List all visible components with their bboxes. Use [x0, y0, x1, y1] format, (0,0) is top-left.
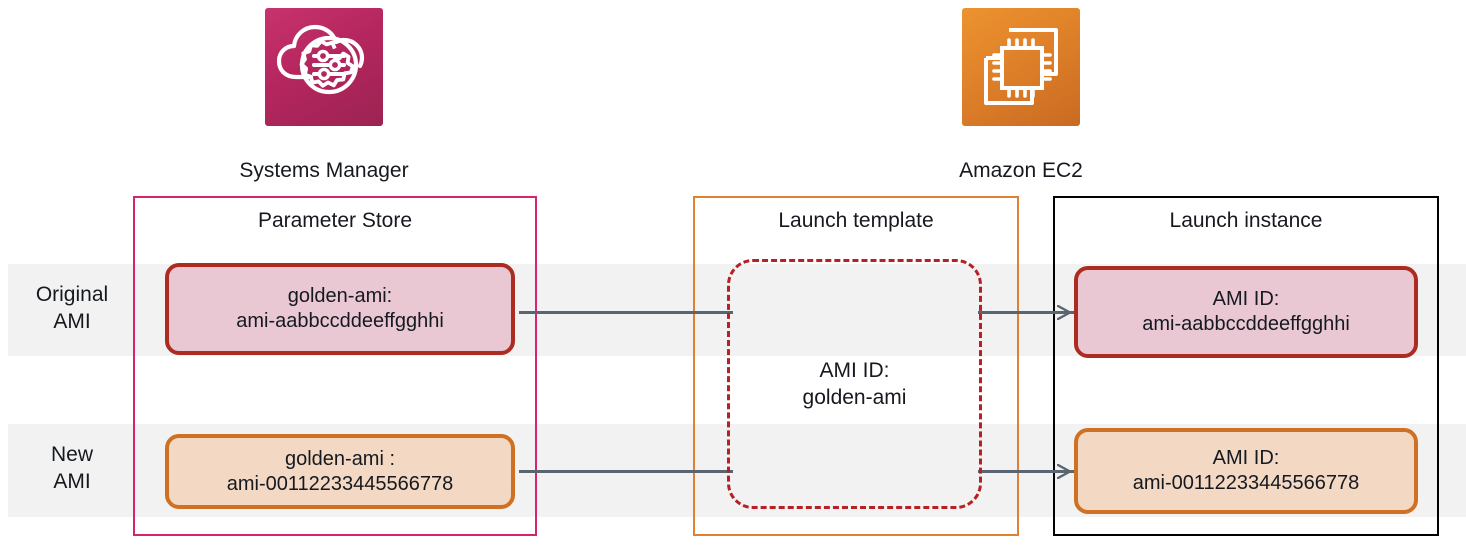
row-label-original-line1: Original: [35, 283, 109, 306]
node-lt-line1: AMI ID:: [819, 359, 890, 382]
connector-launch-template-to-instance-original: [978, 311, 1074, 314]
connector-parameter-store-to-launch-template-new: [519, 470, 733, 473]
arrow-icon-original: [1056, 304, 1072, 321]
group-title-parameter-store: Parameter Store: [257, 209, 413, 232]
node-li-new-line1: AMI ID:: [1212, 447, 1280, 469]
row-label-new-line1: New: [50, 443, 93, 466]
node-ps-original-line1: golden-ami:: [287, 285, 393, 307]
group-launch-instance: Launch instance: [1053, 196, 1439, 536]
node-li-new-line2: ami-00112233445566778: [1132, 472, 1360, 494]
systems-manager-icon: [265, 8, 383, 126]
amazon-ec2-icon: [962, 8, 1080, 126]
node-launch-instance-new-ami[interactable]: AMI ID: ami-00112233445566778: [1074, 428, 1418, 514]
node-parameter-store-original-ami[interactable]: golden-ami: ami-aabbccddeeffgghhi: [165, 263, 515, 355]
systems-manager-caption: Systems Manager: [239, 159, 409, 182]
node-ps-original-line2: ami-aabbccddeeffgghhi: [236, 310, 444, 332]
connector-parameter-store-to-launch-template-original: [519, 311, 733, 314]
node-ps-new-line2: ami-00112233445566778: [226, 472, 454, 495]
amazon-ec2-caption: Amazon EC2: [959, 159, 1083, 182]
arrow-icon-new: [1056, 463, 1072, 480]
row-label-new-ami: New AMI: [12, 441, 132, 495]
node-lt-line2: golden-ami: [802, 386, 907, 409]
connector-launch-template-to-instance-new: [978, 470, 1074, 473]
row-label-original-line2: AMI: [53, 310, 91, 333]
node-li-original-line1: AMI ID:: [1212, 288, 1280, 310]
row-label-original-ami: Original AMI: [12, 281, 132, 335]
node-ps-new-line1: golden-ami :: [284, 447, 396, 470]
group-launch-template: Launch template: [693, 196, 1019, 536]
node-launch-instance-original-ami[interactable]: AMI ID: ami-aabbccddeeffgghhi: [1074, 266, 1418, 358]
group-title-launch-instance: Launch instance: [1169, 209, 1323, 232]
group-title-launch-template: Launch template: [778, 209, 934, 232]
node-parameter-store-new-ami[interactable]: golden-ami : ami-00112233445566778: [165, 434, 515, 509]
node-launch-template-ami-id[interactable]: AMI ID: golden-ami: [727, 259, 982, 509]
group-parameter-store: Parameter Store: [133, 196, 537, 536]
node-li-original-line2: ami-aabbccddeeffgghhi: [1142, 313, 1350, 335]
row-label-new-line2: AMI: [53, 470, 91, 493]
